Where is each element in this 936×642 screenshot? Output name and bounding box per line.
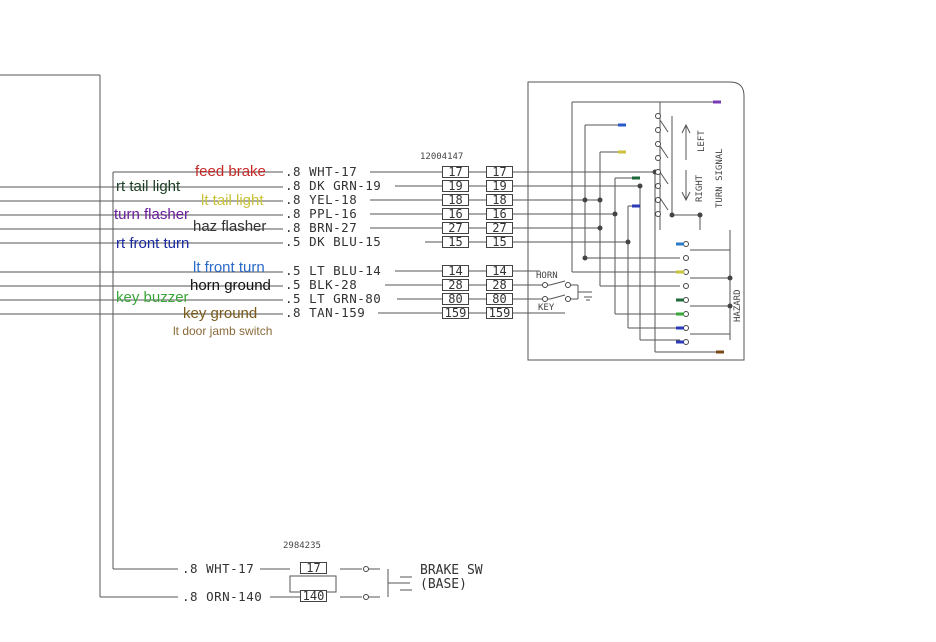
wire-label: .5 BLK-28	[285, 277, 358, 292]
connector-pin: 19	[486, 180, 513, 192]
annotation-rt-front-turn: rt front turn	[116, 235, 190, 252]
connector-pin: 28	[442, 279, 469, 291]
wire-label: .8 WHT-17	[285, 164, 358, 179]
connector-pin: 27	[486, 222, 513, 234]
wire-color-marker	[676, 270, 684, 274]
left-label: LEFT	[697, 130, 707, 152]
wire-label: .8 ORN-140	[182, 589, 263, 604]
wire-color-markers	[618, 100, 724, 354]
annotation-turn-flasher: turn flasher	[114, 206, 190, 223]
hazard-label: HAZARD	[733, 289, 743, 322]
wire-color-marker	[676, 242, 684, 246]
connector-pin: 18	[486, 194, 513, 206]
wire-label: .8 TAN-159	[285, 305, 366, 320]
bottom-connector-part-number: 2984235	[283, 541, 321, 551]
wire-label: .8 YEL-18	[285, 192, 358, 207]
annotation-lt-front-turn: lt front turn	[193, 259, 265, 276]
wire-color-marker	[713, 100, 721, 104]
annotation-horn-ground: horn ground	[190, 277, 271, 294]
connector-pin: 80	[442, 293, 469, 305]
connector-pin: 16	[442, 208, 469, 220]
turn-signal-label: TURN SIGNAL	[715, 148, 725, 208]
wire-color-marker	[676, 326, 684, 330]
key-label: KEY	[538, 303, 555, 313]
annotation-lt-tail-light: lt tail light	[201, 192, 264, 209]
horn-label: HORN	[536, 271, 558, 281]
connector-pin: 17	[442, 166, 469, 178]
connector-pin: 17	[300, 562, 327, 574]
connector-pin: 159	[442, 307, 469, 319]
wire-color-marker	[632, 176, 640, 180]
connector-pin: 14	[442, 265, 469, 277]
annotation-key-buzzer: key buzzer	[116, 289, 189, 306]
wire-color-marker	[676, 298, 684, 302]
connector-pin: 28	[486, 279, 513, 291]
wire-color-marker	[618, 123, 626, 127]
wire-color-marker	[676, 340, 684, 344]
wire-label: .5 DK BLU-15	[285, 234, 382, 249]
brake-switch-label: BRAKE SW	[420, 563, 483, 578]
connector-part-number: 12004147	[420, 152, 464, 162]
wire-color-marker	[676, 312, 684, 316]
connector-pin: 15	[486, 236, 513, 248]
brake-switch-sublabel: (BASE)	[420, 577, 467, 592]
annotation-rt-tail-light: rt tail light	[116, 178, 181, 195]
connector-pin: 16	[486, 208, 513, 220]
connector-pin: 15	[442, 236, 469, 248]
connector-pin: 159	[486, 307, 513, 319]
wire-color-marker	[716, 350, 724, 354]
connector-pin: 80	[486, 293, 513, 305]
annotation-lt-door-jamb-switch: lt door jamb switch	[173, 324, 273, 338]
annotation-key-ground: key ground	[183, 305, 258, 322]
connector-pin: 19	[442, 180, 469, 192]
right-label: RIGHT	[695, 174, 705, 202]
connector-pin: 140	[300, 590, 327, 602]
wire-label: .8 PPL-16	[285, 206, 358, 221]
wire-color-marker	[632, 204, 640, 208]
connector-pin: 27	[442, 222, 469, 234]
connector-pin: 18	[442, 194, 469, 206]
wire-label: .8 DK GRN-19	[285, 178, 382, 193]
wire-label: .5 LT GRN-80	[285, 291, 382, 306]
annotation-haz-flasher: haz flasher	[193, 218, 267, 235]
wire-label: .5 LT BLU-14	[285, 263, 382, 278]
connector-pin: 17	[486, 166, 513, 178]
wire-color-marker	[618, 150, 626, 154]
connector-pin: 14	[486, 265, 513, 277]
wire-label: .8 WHT-17	[182, 561, 255, 576]
annotation-feed-brake: feed brake	[195, 163, 266, 180]
wire-label: .8 BRN-27	[285, 220, 358, 235]
